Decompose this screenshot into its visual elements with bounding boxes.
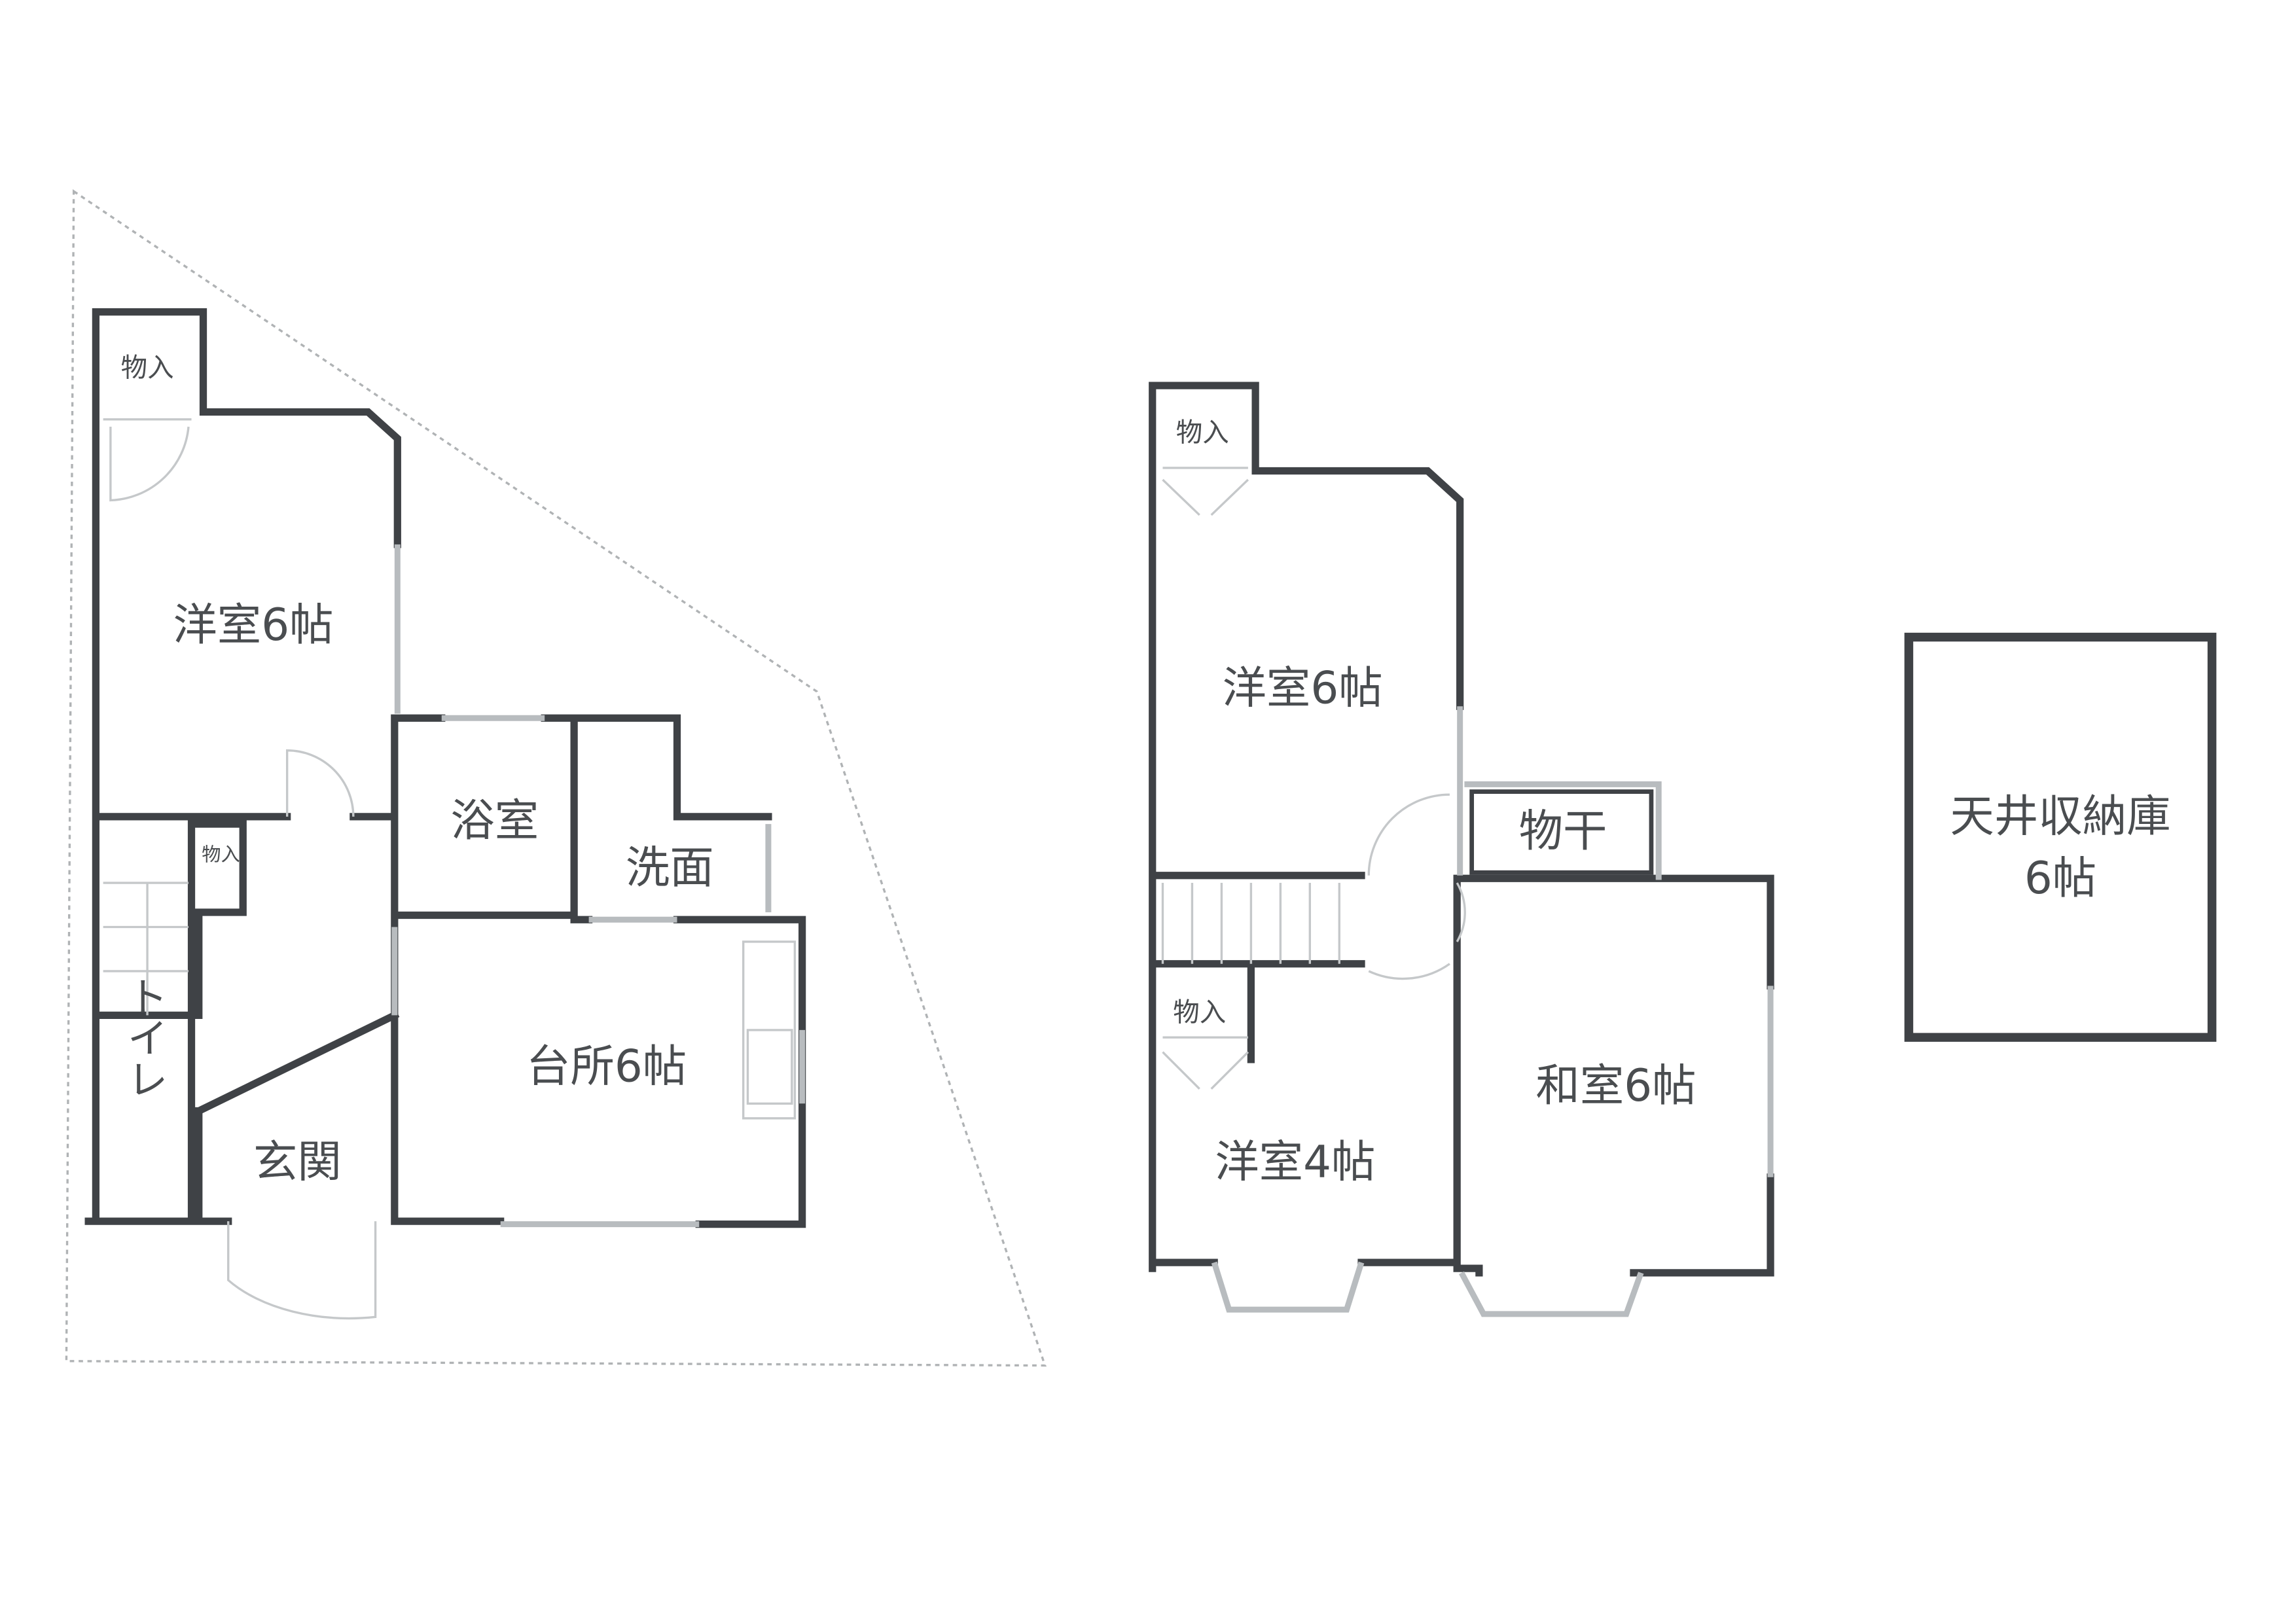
room-label: 天井収納庫 xyxy=(1950,790,2170,842)
room-label: 物入 xyxy=(1173,996,1226,1027)
room-label: 洋室6帖 xyxy=(1222,662,1382,714)
floor1-walls xyxy=(84,308,806,1228)
floor2-windows xyxy=(1211,706,1774,1317)
floor1-windows xyxy=(391,544,806,1228)
room-label: 物入 xyxy=(1176,417,1229,448)
room-label: 台所6帖 xyxy=(526,1041,687,1092)
floor2-plan: 洋室6帖 物入 物干 物入 洋室4帖 和室6帖 xyxy=(1149,382,1774,1317)
attic-plan: 天井収納庫 6帖 xyxy=(1904,632,2217,1042)
room-label: 洗面 xyxy=(626,842,714,893)
floor1-doors xyxy=(103,418,797,1320)
floor1-plan: 洋室6帖 物入 物入 浴室 洗面 台所6帖 トイレ 玄関 xyxy=(84,308,806,1320)
room-label: 物入 xyxy=(121,352,174,383)
room-label: 玄関 xyxy=(253,1136,342,1188)
room-label: 洋室6帖 xyxy=(173,599,333,651)
attic-storage xyxy=(1904,632,2217,1042)
room-label: 物干 xyxy=(1519,805,1607,857)
room-label: 物入 xyxy=(202,843,240,865)
room-label: 和室6帖 xyxy=(1535,1060,1696,1111)
floor2-walls xyxy=(1149,382,1774,1277)
floor2-doors xyxy=(1161,467,1466,1090)
room-label: 洋室4帖 xyxy=(1215,1136,1375,1188)
room-label: 6帖 xyxy=(2024,852,2096,904)
drying-balcony xyxy=(1469,789,1654,875)
site-boundary xyxy=(65,189,1047,1367)
room-label: トイレ xyxy=(120,976,168,1099)
room-label: 浴室 xyxy=(450,794,539,846)
